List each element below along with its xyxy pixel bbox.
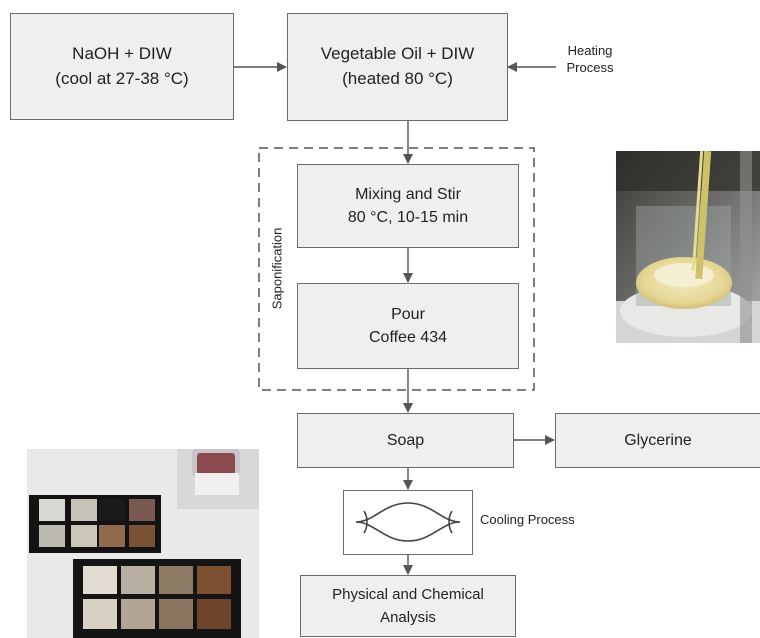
glycerine-box: Glycerine xyxy=(555,413,760,468)
cooling-process-label: Cooling Process xyxy=(480,512,575,527)
mixing-line1: Mixing and Stir xyxy=(355,185,461,203)
saponification-frame xyxy=(258,147,535,391)
naoh-diw-box: NaOH + DIW (cool at 27-38 °C) xyxy=(10,13,234,120)
soap-label: Soap xyxy=(386,431,425,449)
heat-exchanger-icon xyxy=(355,502,461,542)
pour-line2: Coffee 434 xyxy=(369,329,447,346)
pour-box: Pour Coffee 434 xyxy=(297,283,519,369)
glycerine-label: Glycerine xyxy=(624,431,692,449)
analysis-box: Physical and Chemical Analysis xyxy=(300,575,516,637)
heating-line2: Process xyxy=(566,59,614,75)
analysis-line1: Physical and Chemical xyxy=(332,585,484,603)
saponification-label: Saponification xyxy=(269,227,285,310)
mixing-line2: 80 °C, 10-15 min xyxy=(347,209,469,226)
heating-process-label: Heating Process xyxy=(560,43,620,77)
pour-line1: Pour xyxy=(391,305,425,323)
saponification-beaker-photo xyxy=(616,151,760,343)
oil-line1: Vegetable Oil + DIW xyxy=(320,44,475,64)
soap-box: Soap xyxy=(297,413,514,468)
naoh-line1: NaOH + DIW xyxy=(72,43,172,63)
analysis-line2: Analysis xyxy=(380,609,436,626)
vegetable-oil-box: Vegetable Oil + DIW (heated 80 °C) xyxy=(287,13,508,121)
cooling-box xyxy=(343,490,473,555)
mixing-stir-box: Mixing and Stir 80 °C, 10-15 min xyxy=(297,164,519,248)
naoh-line2: (cool at 27-38 °C) xyxy=(55,68,189,88)
heating-line1: Heating xyxy=(567,43,613,58)
oil-line2: (heated 80 °C) xyxy=(342,69,453,88)
soap-bars-tray-photo xyxy=(27,449,259,638)
